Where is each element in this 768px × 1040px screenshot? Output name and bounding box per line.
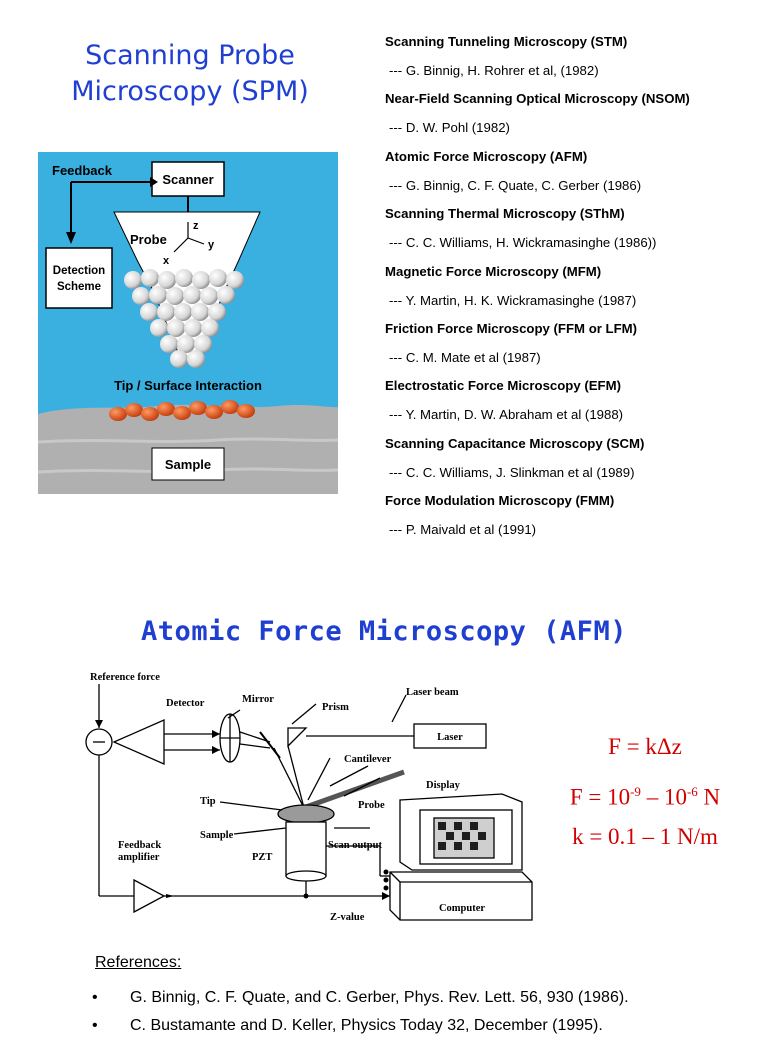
equation-force-range: F = 10-9 – 10-6 N (530, 777, 760, 813)
bullet: • (92, 1017, 98, 1034)
technique-item: Scanning Thermal Microscopy (SThM) --- C.… (385, 202, 765, 259)
feedback-amplifier-label-line1: Feedback (118, 840, 161, 851)
surface-beads (109, 400, 255, 421)
spm-title-line1: Scanning Probe (85, 40, 295, 71)
reference-item: • C. Bustamante and D. Keller, Physics To… (92, 1012, 752, 1040)
eq2-prefix: F = 10 (569, 784, 631, 810)
computer-label: Computer (439, 903, 485, 914)
feedback-amplifier-label-line2: amplifier (118, 852, 160, 863)
references-heading: References: (95, 954, 182, 971)
afm-schematic-figure: Reference force Detector Mirror Prism La… (85, 672, 533, 923)
equation-spring-constant: k = 0.1 – 1 N/m (572, 824, 718, 849)
technique-authors: --- C. C. Williams, J. Slinkman et al (1… (389, 464, 635, 480)
technique-name: Force Modulation Microscopy (FMM) (385, 493, 615, 509)
feedback-arrow-down (66, 232, 76, 244)
reference-text: C. Bustamante and D. Keller, Physics Tod… (130, 1017, 603, 1034)
eq2-suffix: N (697, 784, 721, 810)
z-value-label: Z-value (330, 912, 365, 923)
axis-y-label: y (208, 239, 215, 251)
references-list: • G. Binnig, C. F. Quate, and C. Gerber, … (92, 984, 752, 1040)
spm-title-line2: Microscopy (SPM) (71, 76, 309, 107)
probe-label: Probe (130, 232, 167, 247)
technique-item: Force Modulation Microscopy (FMM) --- P. … (385, 489, 765, 546)
technique-authors: --- C. C. Williams, H. Wickramasinghe (1… (389, 235, 657, 251)
technique-item: Near-Field Scanning Optical Microscopy (… (385, 87, 765, 144)
display-label: Display (426, 780, 461, 791)
spm-title: Scanning Probe Microscopy (SPM) (40, 38, 340, 110)
detector-label: Detector (166, 698, 205, 709)
cantilever-label: Cantilever (344, 754, 392, 765)
technique-authors: --- D. W. Pohl (1982) (389, 120, 510, 136)
spm-techniques-list: Scanning Tunneling Microscopy (STM) --- G… (385, 30, 765, 547)
axis-z-label: z (193, 220, 199, 232)
technique-item: Scanning Tunneling Microscopy (STM) --- G… (385, 30, 765, 87)
technique-authors: --- G. Binnig, C. F. Quate, C. Gerber (1… (389, 177, 642, 193)
scanner-box (151, 161, 225, 197)
prism-label: Prism (322, 702, 349, 713)
tip-atoms (124, 269, 244, 368)
feedback-label: Feedback (52, 163, 113, 178)
eq2-exponent1: -9 (630, 784, 641, 799)
scanner-label: Scanner (162, 172, 213, 187)
mirror-label: Mirror (242, 694, 274, 705)
detection-label-line2: Scheme (57, 281, 101, 293)
laser-beam-label: Laser beam (406, 687, 459, 698)
eq2-mid: – 10 (640, 784, 687, 810)
technique-authors: --- G. Binnig, H. Rohrer et al, (1982) (389, 63, 599, 78)
interaction-label: Tip / Surface Interaction (114, 378, 262, 393)
tip-label: Tip (200, 796, 216, 807)
bullet: • (92, 989, 98, 1006)
equation-force: F = kΔz (608, 734, 682, 759)
pzt-label: PZT (252, 852, 272, 863)
sample-label: Sample (200, 830, 234, 841)
spm-schematic-figure: Scanner Feedback Detection Scheme Probe … (38, 152, 338, 494)
technique-name: Atomic Force Microscopy (AFM) (385, 148, 588, 164)
display-image (438, 822, 486, 850)
axis-x-label: x (163, 255, 170, 267)
technique-authors: --- Y. Martin, H. K. Wickramasinghe (198… (389, 292, 637, 308)
technique-name: Scanning Capacitance Microscopy (SCM) (385, 435, 645, 451)
feedback-arrow-head (150, 177, 158, 187)
technique-authors: --- C. M. Mate et al (1987) (389, 349, 541, 365)
technique-name: Scanning Thermal Microscopy (SThM) (385, 206, 625, 222)
scan-output-label: Scan output (328, 840, 382, 851)
computer-case (389, 871, 533, 921)
reference-text: G. Binnig, C. F. Quate, and C. Gerber, P… (130, 989, 629, 1006)
technique-name: Near-Field Scanning Optical Microscopy (… (385, 91, 690, 107)
technique-name: Magnetic Force Microscopy (MFM) (385, 263, 602, 279)
sample-box (151, 447, 225, 481)
technique-name: Electrostatic Force Microscopy (EFM) (385, 378, 621, 394)
technique-name: Friction Force Microscopy (FFM or LFM) (385, 320, 638, 336)
technique-authors: --- P. Maivald et al (1991) (389, 522, 537, 538)
reference-item: • G. Binnig, C. F. Quate, and C. Gerber, … (92, 984, 752, 1012)
probe-label: Probe (358, 800, 385, 811)
sample-disk (277, 804, 335, 824)
technique-name: Scanning Tunneling Microscopy (STM) (385, 34, 628, 49)
detection-label-line1: Detection (53, 265, 105, 277)
reference-force-label: Reference force (90, 672, 160, 683)
detector-amplifier (112, 719, 165, 765)
technique-item: Magnetic Force Microscopy (MFM) --- Y. Ma… (385, 260, 765, 317)
detection-scheme-box (45, 247, 113, 309)
technique-item: Friction Force Microscopy (FFM or LFM) --… (385, 317, 765, 374)
laser-label: Laser (437, 732, 463, 743)
technique-item: Atomic Force Microscopy (AFM) --- G. Binn… (385, 145, 765, 202)
afm-title: Atomic Force Microscopy (AFM) (141, 616, 627, 647)
technique-item: Scanning Capacitance Microscopy (SCM) ---… (385, 432, 765, 489)
technique-item: Electrostatic Force Microscopy (EFM) --- … (385, 374, 765, 431)
eq2-exponent2: -6 (686, 784, 698, 799)
sample-label: Sample (165, 457, 211, 472)
technique-authors: --- Y. Martin, D. W. Abraham et al (1988… (389, 407, 624, 423)
feedback-amplifier (133, 878, 166, 914)
